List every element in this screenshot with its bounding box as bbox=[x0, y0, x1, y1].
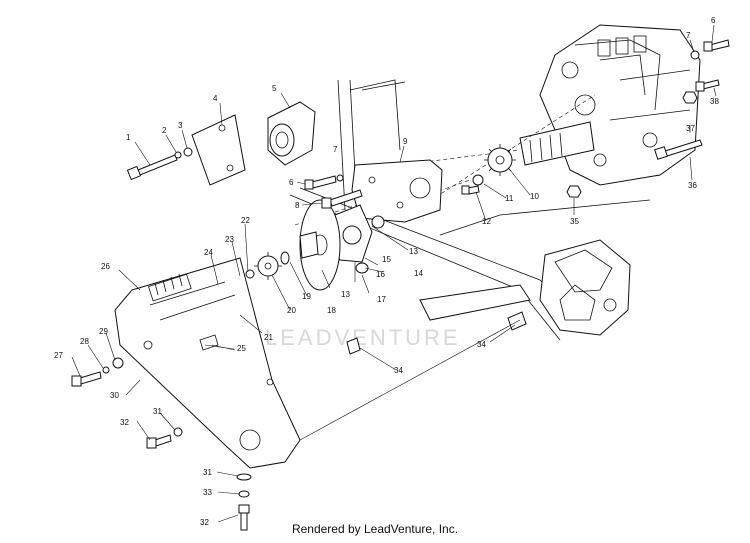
bolt-1 bbox=[126, 154, 178, 181]
washer-11 bbox=[472, 174, 484, 186]
callout: 13 bbox=[409, 247, 418, 256]
callout: 31 bbox=[203, 468, 212, 477]
callout: 19 bbox=[302, 292, 311, 301]
callout: 2 bbox=[162, 126, 167, 135]
callout: 31 bbox=[153, 407, 162, 416]
callout: 21 bbox=[264, 333, 273, 342]
callout: 8 bbox=[295, 201, 300, 210]
washer-33 bbox=[238, 490, 250, 498]
callout: 5 bbox=[272, 84, 277, 93]
callout: 15 bbox=[382, 255, 391, 264]
callout: 13 bbox=[341, 290, 350, 299]
washer-31-left bbox=[173, 427, 183, 437]
washer-3 bbox=[183, 147, 193, 157]
callout: 30 bbox=[110, 391, 119, 400]
callout: 34 bbox=[394, 366, 403, 375]
callout: 4 bbox=[213, 94, 218, 103]
washer-7-top bbox=[690, 50, 700, 60]
callout-labels: 1 2 3 4 5 6 7 38 37 36 35 9 7 6 8 10 11 … bbox=[54, 16, 719, 527]
clip-34-right bbox=[507, 311, 527, 331]
callout: 1 bbox=[126, 133, 131, 142]
callout: 37 bbox=[686, 124, 695, 133]
bearing-flange bbox=[329, 204, 385, 274]
callout: 23 bbox=[225, 235, 234, 244]
callout: 33 bbox=[203, 488, 212, 497]
callout: 14 bbox=[414, 269, 423, 278]
callout: 26 bbox=[101, 262, 110, 271]
washer-22 bbox=[245, 269, 255, 279]
plate bbox=[419, 284, 531, 321]
callout: 35 bbox=[570, 217, 579, 226]
callout: 11 bbox=[505, 194, 514, 203]
support-bracket bbox=[267, 101, 316, 166]
clip-34-left bbox=[346, 337, 361, 355]
washer-7-mid bbox=[336, 174, 344, 182]
callout: 20 bbox=[287, 306, 296, 315]
bolt-6-top bbox=[703, 39, 730, 52]
rendered-by-footer: Rendered by LeadVenture, Inc. bbox=[291, 522, 459, 536]
callout: 28 bbox=[80, 337, 89, 346]
nut-35 bbox=[566, 185, 582, 198]
sprocket-20 bbox=[254, 252, 282, 280]
callout: 10 bbox=[530, 192, 539, 201]
washer-28 bbox=[102, 366, 110, 374]
washer-2 bbox=[174, 151, 182, 159]
callout: 12 bbox=[482, 217, 491, 226]
callout: 32 bbox=[120, 418, 129, 427]
bolt-32-left bbox=[146, 434, 172, 449]
transmission-housing bbox=[539, 24, 701, 186]
bolt-8 bbox=[321, 189, 363, 209]
sprocket-10 bbox=[484, 144, 516, 176]
bolt-6-mid bbox=[304, 175, 337, 190]
leader-lines bbox=[71, 24, 717, 523]
watermark: LEADVENTURE bbox=[265, 325, 461, 350]
callout: 16 bbox=[376, 270, 385, 279]
callout: 29 bbox=[99, 327, 108, 336]
callout: 24 bbox=[204, 248, 213, 257]
bolt-32-bottom bbox=[238, 504, 250, 531]
callout: 7 bbox=[333, 145, 338, 154]
washer-29 bbox=[112, 357, 124, 369]
callout: 9 bbox=[403, 137, 408, 146]
callout: 36 bbox=[688, 181, 697, 190]
gear-case bbox=[539, 239, 631, 336]
callout: 25 bbox=[237, 344, 246, 353]
guard-plate bbox=[191, 114, 246, 186]
callout: 22 bbox=[241, 216, 250, 225]
callout: 32 bbox=[200, 518, 209, 527]
pulley-disk bbox=[299, 199, 341, 291]
callout: 17 bbox=[377, 295, 386, 304]
callout: 27 bbox=[54, 351, 63, 360]
callout: 38 bbox=[710, 97, 719, 106]
bushing-19 bbox=[280, 251, 290, 265]
bolt-38 bbox=[695, 79, 720, 92]
callout: 7 bbox=[686, 31, 691, 40]
output-shaft bbox=[519, 121, 595, 166]
mounting-bracket bbox=[351, 159, 443, 223]
nut-right bbox=[682, 91, 698, 104]
callout: 6 bbox=[711, 16, 716, 25]
washer-31-bottom bbox=[236, 473, 252, 481]
chain-case bbox=[114, 257, 301, 469]
bolt-27 bbox=[71, 371, 102, 387]
callout: 3 bbox=[178, 121, 183, 130]
callout: 6 bbox=[289, 178, 294, 187]
bolt-36 bbox=[654, 139, 703, 160]
callout: 34 bbox=[477, 340, 486, 349]
callout: 18 bbox=[327, 306, 336, 315]
